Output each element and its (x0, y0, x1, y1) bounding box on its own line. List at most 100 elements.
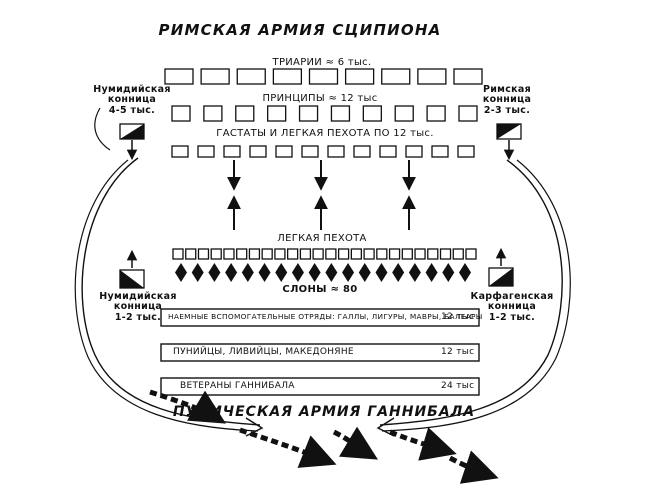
carthaginian-cavalry-label: Карфагенская конница 1-2 тыс. (470, 291, 554, 323)
elephant-unit (358, 263, 371, 282)
light-infantry-unit (287, 248, 299, 260)
left-upper-curve (94, 107, 111, 151)
light-infantry-unit (427, 248, 439, 260)
elephant-unit (308, 263, 321, 282)
triarii-unit (381, 68, 411, 85)
elephant-unit (275, 263, 288, 282)
hastati-unit (379, 145, 397, 158)
right-flank-curve (379, 159, 563, 426)
elephant-unit (241, 263, 254, 282)
light-infantry-unit (465, 248, 477, 260)
principes-unit (171, 105, 191, 122)
light-infantry-unit (401, 248, 413, 260)
punic-line-count: 12 тыс (441, 347, 475, 357)
roman-advance-arrows (227, 160, 416, 191)
principes-label: ПРИНЦИПЫ ≈ 12 тыс (262, 93, 378, 104)
light-infantry-unit (172, 248, 184, 260)
principes-unit (394, 105, 414, 122)
hastati-unit (353, 145, 371, 158)
numidian-roman-cavalry-flag (119, 123, 145, 161)
retreat-arrow-3 (332, 426, 379, 460)
light-infantry-unit (439, 248, 452, 260)
triarii-unit (272, 68, 303, 85)
light-infantry-unit (299, 248, 312, 260)
light-infantry-unit (325, 248, 337, 260)
numidian-roman-cavalry-label: Нумидийская конница 4-5 тыс. (93, 84, 171, 116)
elephant-unit (442, 263, 455, 282)
hastati-row (171, 145, 475, 158)
principes-unit (330, 105, 351, 122)
triarii-unit (344, 68, 375, 85)
light-infantry-unit (350, 248, 362, 260)
hastati-unit (171, 145, 189, 158)
elephant-unit (208, 263, 221, 282)
mercenaries-line (160, 308, 480, 327)
triarii-unit (200, 68, 230, 85)
light-infantry-unit (236, 248, 248, 260)
roman-cavalry-label: Римская конница 2-3 тыс. (482, 84, 532, 116)
hastati-unit (457, 145, 475, 158)
hastati-unit (249, 145, 267, 158)
principes-unit (458, 105, 478, 122)
roman-army-title: РИМСКАЯ АРМИЯ СЦИПИОНА (158, 21, 442, 39)
light-infantry-label: ЛЕГКАЯ ПЕХОТА (277, 233, 367, 244)
light-infantry-unit (312, 248, 324, 260)
hastati-unit (327, 145, 345, 158)
elephant-unit (425, 263, 438, 282)
principes-unit (426, 105, 446, 122)
light-infantry-unit (248, 248, 261, 260)
hastati-label: ГАСТАТЫ И ЛЕГКАЯ ПЕХОТА ПО 12 тыс. (216, 128, 434, 139)
carthaginian-cavalry-flag (488, 247, 514, 287)
principes-unit (362, 105, 382, 122)
hastati-unit (197, 145, 215, 158)
elephant-unit (191, 263, 204, 282)
hastati-unit (275, 145, 293, 158)
roman-cavalry-flag (496, 123, 522, 161)
triarii-row (164, 68, 483, 85)
light-infantry-row (172, 248, 477, 260)
elephants-label: СЛОНЫ ≈ 80 (282, 284, 358, 295)
veterans-line-count: 24 тыс (441, 381, 475, 391)
light-infantry-unit (223, 248, 235, 260)
hastati-unit (405, 145, 423, 158)
triarii-unit (308, 68, 339, 85)
elephant-unit (375, 263, 388, 282)
light-infantry-unit (185, 248, 197, 260)
retreat-arrows (149, 389, 499, 484)
light-infantry-unit (414, 248, 426, 260)
light-infantry-unit (363, 248, 375, 260)
elephants-row (175, 263, 471, 282)
elephant-unit (459, 263, 471, 282)
principes-unit (203, 105, 223, 122)
retreat-arrow-1 (149, 389, 227, 424)
elephant-unit (392, 263, 405, 282)
retreat-arrow-4 (389, 427, 457, 461)
principes-unit (298, 105, 319, 122)
principes-row (171, 105, 478, 122)
hastati-unit (431, 145, 449, 158)
principes-unit (235, 105, 255, 122)
right-flank-curve-inner (381, 159, 571, 432)
mercenaries-line-label: НАЕМНЫЕ ВСПОМОГАТЕЛЬНЫЕ ОТРЯДЫ: ГАЛЛЫ, Л… (168, 312, 483, 321)
mercenaries-line-count: 12 тыс (441, 312, 475, 322)
punic-line-label: ПУНИЙЦЫ, ЛИВИЙЦЫ, МАКЕДОНЯНЕ (173, 347, 354, 357)
triarii-label: ТРИАРИИ ≈ 6 тыс. (272, 57, 372, 68)
triarii-unit (453, 68, 483, 85)
punic-line (160, 343, 480, 362)
retreat-arrow-2 (239, 427, 337, 468)
light-infantry-unit (452, 248, 464, 260)
punic-advance-arrows (227, 195, 416, 230)
principes-unit (267, 105, 287, 122)
elephant-unit (408, 263, 421, 282)
elephant-unit (291, 263, 304, 282)
elephant-unit (258, 263, 271, 282)
hastati-unit (301, 145, 319, 158)
triarii-unit (164, 68, 194, 85)
hastati-unit (223, 145, 241, 158)
light-infantry-unit (261, 248, 273, 260)
numidian-punic-cavalry-label: Нумидийская конница 1-2 тыс. (99, 291, 177, 323)
triarii-unit (236, 68, 266, 85)
light-infantry-unit (376, 248, 388, 260)
